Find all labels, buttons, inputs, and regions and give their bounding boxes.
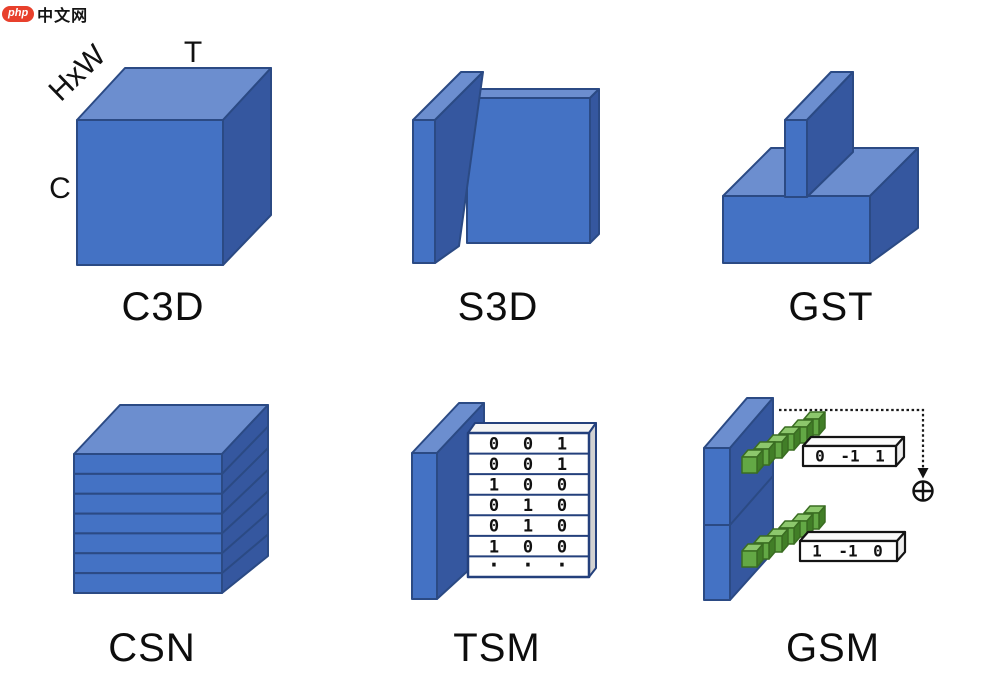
tsm-matrix-cell: ·: [522, 553, 535, 577]
csn-diagram: CSN: [73, 404, 269, 670]
csn-layer: [73, 552, 223, 575]
gsm-kernel-box-bottom: 1 -1 0: [798, 530, 907, 563]
kernel-value: 0: [815, 447, 825, 466]
gst-plate-front-face: [784, 119, 808, 198]
tsm-matrix-cell: 0: [489, 455, 499, 475]
s3d-spatial-slab-front-face: [466, 97, 591, 244]
tsm-matrix-cell: 0: [557, 476, 567, 496]
tsm-slab-front-face: [411, 452, 438, 600]
kernel-box-front-face: [801, 444, 898, 468]
s3d-diagram: S3D: [412, 71, 600, 329]
kernel-value: 0: [873, 542, 883, 561]
tsm-matrix-cell: 0: [557, 517, 567, 537]
csn-layer-edge: [221, 490, 269, 535]
tsm-matrix-cell: 0: [523, 476, 533, 496]
tsm-matrix-cell: 0: [557, 537, 567, 557]
s3d-spatial-slab-top-face: [466, 88, 600, 99]
php-logo-badge: php: [2, 6, 35, 22]
kernel-box-top-face: [801, 435, 906, 448]
s3d-temporal-slab-front-face: [412, 119, 436, 264]
csn-title: CSN: [108, 626, 195, 670]
kernel-value: -1: [838, 542, 857, 561]
php-cn-watermark: php 中文网: [2, 2, 88, 26]
s3d-title: S3D: [458, 285, 539, 329]
gsm-title: GSM: [786, 626, 880, 670]
tsm-diagram: 0 0 1 0 0 1 1 0 0 0 1 0 0 1 0 1 0 0 · · …: [411, 402, 597, 670]
c3d-cube-front-face: [76, 119, 224, 266]
tsm-matrix-cell: ·: [556, 553, 569, 577]
gate-segment: [741, 449, 764, 474]
tsm-matrix-cell: 0: [489, 496, 499, 516]
c3d-title: C3D: [121, 285, 204, 329]
c3d-diagram: T C HxW C3D: [43, 36, 272, 329]
csn-layer-edge: [221, 425, 269, 475]
csn-layer: [73, 472, 223, 495]
csn-layer: [73, 532, 223, 555]
csn-layer-edge: [221, 512, 269, 555]
csn-layer: [73, 492, 223, 515]
axis-label-t: T: [184, 36, 202, 69]
arrowhead-down-icon: [917, 468, 929, 479]
tsm-matrix-cell: 1: [489, 537, 499, 557]
tsm-matrix-cell: 0: [557, 496, 567, 516]
tsm-matrix-cell: 0: [523, 537, 533, 557]
site-name-text: 中文网: [37, 8, 89, 25]
gate-segment: [741, 543, 764, 568]
gst-diagram: GST: [722, 71, 919, 329]
kernel-box-top-face: [798, 530, 907, 543]
tsm-matrix-cell: 0: [523, 435, 533, 455]
csn-layer-edge: [221, 468, 269, 515]
tsm-matrix-cell: 1: [523, 496, 533, 516]
tsm-matrix-front-face: [466, 431, 591, 579]
tsm-matrix-cell: ·: [488, 553, 501, 577]
residual-dotted-connector: [779, 408, 925, 468]
kernel-value: 1: [875, 447, 885, 466]
tsm-matrix-cell: 1: [557, 455, 567, 475]
gsm-slab-divider: [729, 475, 774, 526]
csn-layer-edge: [221, 447, 269, 495]
gsm-diagram: 0 -1 1 1 -1 0 GSM: [703, 397, 934, 670]
csn-layer: [73, 512, 223, 535]
tsm-matrix-cell: 0: [489, 435, 499, 455]
tsm-matrix-cell: 1: [523, 517, 533, 537]
tsm-matrix-cell: 0: [523, 455, 533, 475]
tsm-matrix-cell: 0: [489, 517, 499, 537]
tsm-matrix-cell: 1: [489, 476, 499, 496]
csn-layer: [73, 572, 223, 594]
gst-base-box-front-face: [722, 195, 871, 264]
s3d-spatial-slab-right-face: [589, 88, 600, 244]
kernel-value: -1: [840, 447, 859, 466]
csn-layer-edge: [221, 533, 269, 574]
tsm-matrix-top-face: [467, 422, 597, 434]
gst-title: GST: [788, 285, 873, 329]
tsm-matrix-cell: 1: [557, 435, 567, 455]
circled-plus-icon: [912, 480, 934, 502]
csn-layer: [73, 453, 223, 475]
gsm-kernel-box-top: 0 -1 1: [801, 435, 906, 468]
axis-label-c: C: [49, 172, 71, 205]
tsm-title: TSM: [453, 626, 540, 670]
kernel-box-front-face: [798, 539, 899, 563]
kernel-value: 1: [812, 542, 822, 561]
